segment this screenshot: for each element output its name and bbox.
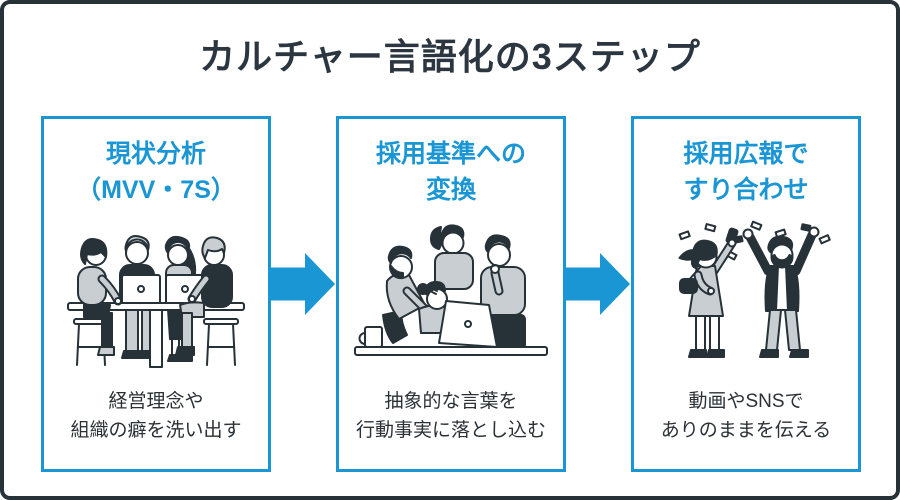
celebration-illustration bbox=[644, 219, 848, 371]
step-description-line: 経営理念や bbox=[108, 391, 204, 412]
step-box-hiring-criteria: 採用基準への 変換 bbox=[336, 116, 566, 472]
step-heading-line: 採用広報で bbox=[683, 140, 809, 168]
step-heading: 現状分析 （MVV・7S） bbox=[44, 137, 268, 208]
step-heading: 採用広報で すり合わせ bbox=[634, 137, 858, 208]
right-arrow-icon bbox=[271, 253, 335, 315]
right-arrow-icon bbox=[566, 253, 630, 315]
arrow-cell bbox=[271, 116, 336, 472]
step-box-recruitment-pr: 採用広報で すり合わせ bbox=[631, 116, 861, 472]
step-heading-line: すり合わせ bbox=[683, 175, 809, 204]
step-description-line: 抽象的な言葉を bbox=[384, 391, 518, 412]
step-description-line: 行動事実に落とし込む bbox=[355, 420, 546, 442]
step-description: 動画やSNSで ありのままを伝える bbox=[634, 387, 858, 446]
step-description: 抽象的な言葉を 行動事実に落とし込む bbox=[339, 387, 563, 446]
step-heading-line: 変換 bbox=[425, 175, 476, 204]
step-description-line: 動画やSNSで bbox=[688, 391, 804, 412]
step-box-current-analysis: 現状分析 （MVV・7S） bbox=[41, 116, 271, 472]
step-description-line: ありのままを伝える bbox=[660, 420, 832, 442]
step-heading: 採用基準への 変換 bbox=[339, 137, 563, 208]
arrow-cell bbox=[566, 116, 631, 472]
step-description-line: 組織の癖を洗い出す bbox=[70, 420, 242, 442]
steps-row: 現状分析 （MVV・7S） bbox=[41, 116, 861, 472]
step-heading-line: 採用基準への bbox=[375, 140, 526, 168]
step-heading-line: （MVV・7S） bbox=[76, 175, 236, 204]
step-description: 経営理念や 組織の癖を洗い出す bbox=[44, 387, 268, 446]
page-title: カルチャー言語化の3ステップ bbox=[199, 36, 701, 77]
step-heading-line: 現状分析 bbox=[105, 140, 206, 168]
team-meeting-illustration bbox=[54, 219, 258, 371]
laptop-huddle-illustration bbox=[349, 219, 553, 371]
